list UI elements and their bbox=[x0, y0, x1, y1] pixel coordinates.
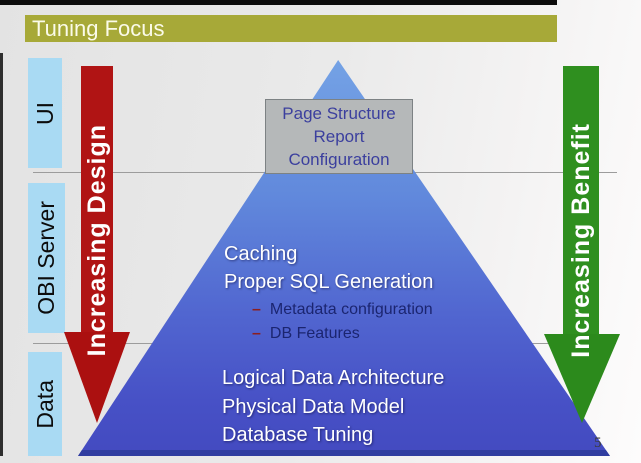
bullet-label: DB Features bbox=[269, 325, 360, 342]
callout-box: Page Structure Report Configuration bbox=[265, 99, 413, 174]
pyramid-item-proper-sql-generation: Proper SQL Generation bbox=[224, 271, 434, 293]
benefit-arrow: Increasing Benefit bbox=[553, 66, 609, 414]
design-arrow: Increasing Design bbox=[69, 66, 125, 414]
top-edge-bar bbox=[0, 0, 557, 5]
slide-title-bar: Tuning Focus bbox=[25, 15, 557, 42]
benefit-arrow-label: Increasing Benefit bbox=[566, 122, 595, 358]
design-arrow-label: Increasing Design bbox=[82, 123, 111, 357]
layer-box-ui: UI bbox=[28, 58, 62, 168]
callout-line: Configuration bbox=[288, 150, 390, 169]
left-edge-bar bbox=[0, 53, 3, 456]
pyramid-item-physical-data-model: Physical Data Model bbox=[222, 396, 405, 418]
pyramid-item-database-tuning: Database Tuning bbox=[222, 424, 374, 446]
page-number: 5 bbox=[594, 435, 602, 451]
pyramid-item-logical-data-architecture: Logical Data Architecture bbox=[222, 367, 445, 389]
dash-bullet-icon: – bbox=[252, 301, 261, 318]
layer-label-ui: UI bbox=[31, 101, 58, 125]
pyramid-base-edge bbox=[78, 450, 610, 456]
dash-bullet-icon: – bbox=[252, 325, 261, 342]
slide-title: Tuning Focus bbox=[32, 16, 165, 41]
pyramid-item-caching: Caching bbox=[224, 243, 298, 265]
benefit-arrow-head bbox=[544, 334, 620, 423]
layer-box-data: Data bbox=[28, 352, 62, 456]
pyramid-bullet-db-features: – DB Features bbox=[252, 325, 360, 343]
layer-label-obi-server: OBI Server bbox=[33, 201, 59, 315]
bullet-label: Metadata configuration bbox=[269, 301, 433, 318]
layer-label-data: Data bbox=[31, 379, 58, 429]
design-arrow-head bbox=[64, 332, 130, 423]
design-arrow-shaft bbox=[81, 66, 113, 333]
callout-line: Report bbox=[313, 127, 365, 146]
callout-line: Page Structure bbox=[282, 104, 396, 123]
layer-box-obi-server: OBI Server bbox=[28, 183, 65, 333]
benefit-arrow-shaft bbox=[563, 66, 599, 335]
pyramid-bullet-metadata-configuration: – Metadata configuration bbox=[252, 301, 433, 319]
